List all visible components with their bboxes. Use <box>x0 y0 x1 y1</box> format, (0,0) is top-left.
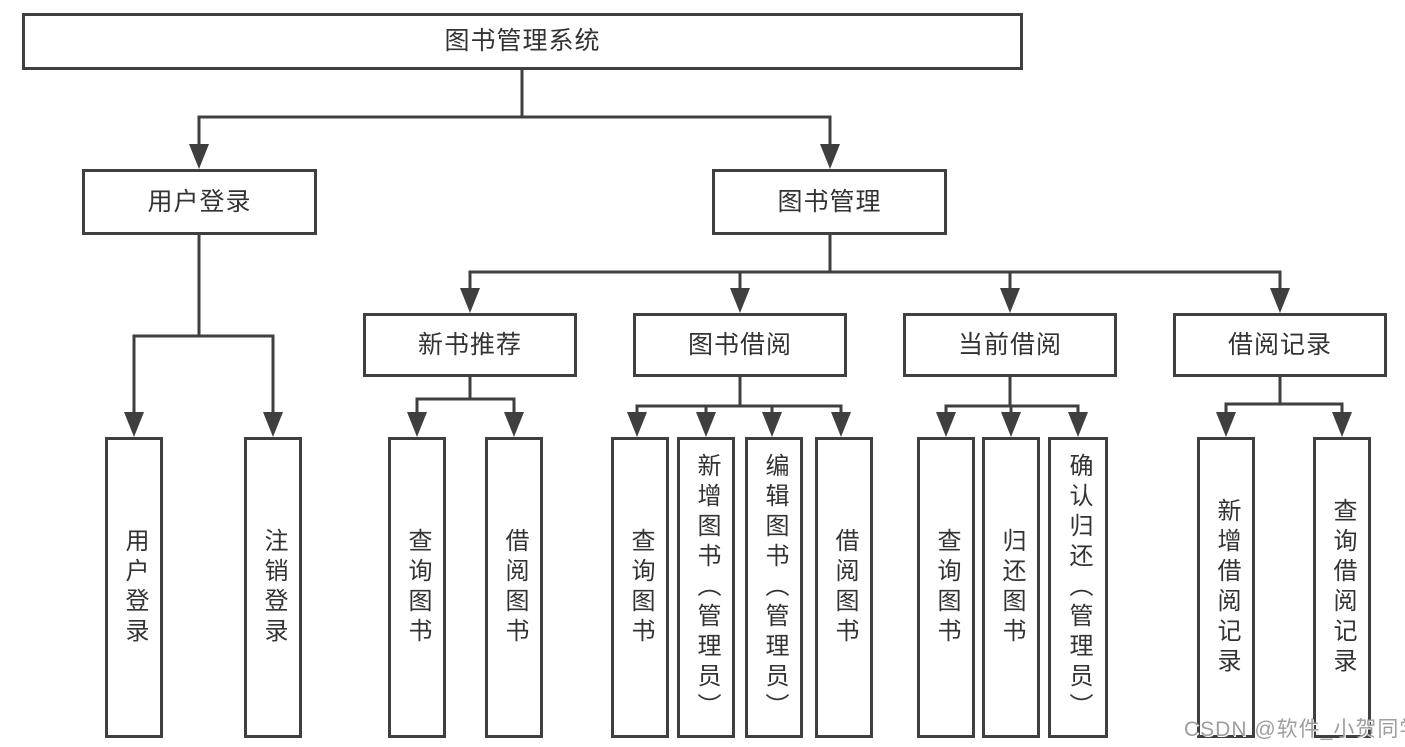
node-book-management: 图书管理 <box>712 169 947 235</box>
node-borrow-records: 借阅记录 <box>1173 313 1387 377</box>
node-cb-query-books: 查询图书 <box>917 437 975 738</box>
node-br-add-record: 新增借阅记录 <box>1197 437 1255 738</box>
node-cb-confirm-return-admin: 确认归还（管理员） <box>1048 437 1108 738</box>
node-current-borrowing: 当前借阅 <box>903 313 1117 377</box>
node-logout: 注销登录 <box>244 437 302 738</box>
node-nb-query-books: 查询图书 <box>388 437 446 738</box>
node-nb-borrow-books: 借阅图书 <box>485 437 543 738</box>
node-new-book-recommend: 新书推荐 <box>363 313 577 377</box>
node-book-borrowing: 图书借阅 <box>633 313 847 377</box>
node-user-login-leaf: 用户登录 <box>105 437 163 738</box>
csdn-watermark: CSDN @软件_小贺同学 <box>1184 718 1405 741</box>
node-bb-borrow-books: 借阅图书 <box>815 437 873 738</box>
node-br-query-record: 查询借阅记录 <box>1313 437 1371 738</box>
node-user-login: 用户登录 <box>82 169 317 235</box>
node-bb-add-books-admin: 新增图书（管理员） <box>677 437 735 738</box>
node-cb-return-books: 归还图书 <box>982 437 1040 738</box>
node-bb-edit-books-admin: 编辑图书（管理员） <box>745 437 803 738</box>
node-bb-query-books: 查询图书 <box>611 437 669 738</box>
node-library-management-system: 图书管理系统 <box>22 13 1023 70</box>
